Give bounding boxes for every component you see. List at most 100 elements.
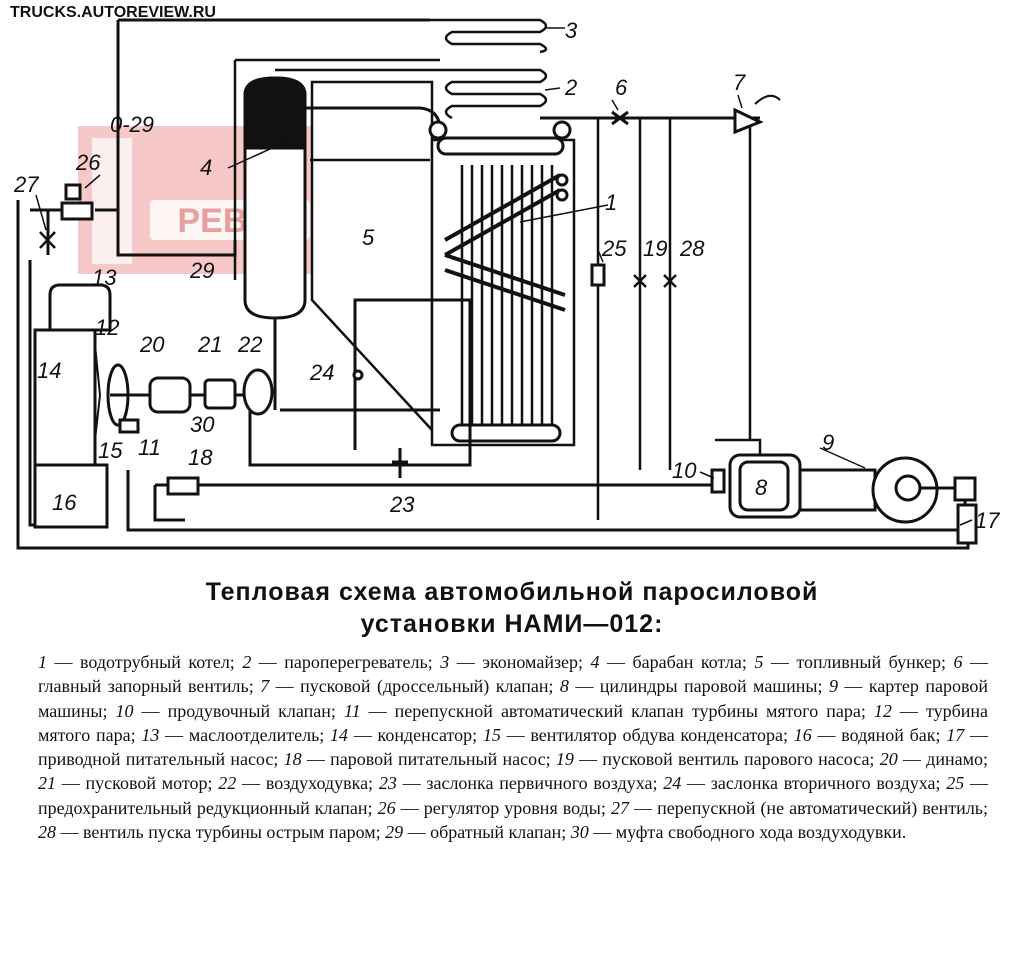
legend-text: — маслоотделитель; (159, 724, 331, 745)
legend-number: 22 (218, 773, 237, 794)
legend-item: 26 — регулятор уровня воды; (378, 798, 611, 818)
pump-start-valve (633, 274, 647, 288)
label-25: 25 (601, 236, 627, 261)
tank-line (126, 470, 958, 532)
legend-item: 25 — предохранительный редукционный клап… (38, 773, 988, 817)
legend-number: 7 (260, 676, 270, 697)
valve-lines (596, 118, 752, 520)
legend-item: 19 — пусковой вентиль парового насоса; (556, 749, 880, 769)
label-9: 9 (822, 430, 834, 455)
label-3: 3 (565, 18, 578, 43)
legend-text: — приводной питательный насос; (38, 724, 988, 770)
legend-item: 23 — заслонка первичного воздуха; (379, 773, 663, 793)
legend-number: 30 (570, 822, 589, 843)
label-5: 5 (362, 225, 375, 250)
legend-item: 14 — конденсатор; (330, 725, 483, 745)
legend-number: 6 (953, 652, 963, 672)
legend-text: — пусковой (дроссельный) клапан; (269, 676, 560, 697)
leader-lines (35, 27, 973, 526)
legend-item: 22 — воздуходувка; (218, 773, 379, 793)
legend-text: — обратный клапан; (403, 822, 571, 843)
legend-item: 28 — вентиль пуска турбины острым паром; (38, 822, 385, 842)
legend-text: — динамо; (897, 749, 988, 770)
label-6: 6 (615, 75, 628, 100)
legend-text: — паровой питательный насос; (301, 749, 556, 770)
turbine-start-valve (663, 274, 677, 288)
label-29-bottom: 29 (189, 258, 214, 283)
legend-number: 25 (946, 773, 965, 794)
label-27: 27 (13, 172, 39, 197)
label-30: 30 (190, 412, 215, 437)
air-duct (248, 298, 472, 467)
legend-number: 20 (879, 749, 898, 770)
superheater-coil (275, 68, 548, 120)
legend-number: 15 (482, 724, 501, 745)
legend-item: 20 — динамо; (880, 749, 988, 769)
primary-air-damper (392, 448, 408, 478)
legend-text: — вентиль пуска турбины острым паром; (56, 822, 386, 843)
legend-text: — заслонка вторичного воздуха; (681, 773, 947, 794)
legend-number: 18 (283, 749, 302, 770)
legend-text: — воздуходувка; (236, 773, 379, 794)
condenser-group (33, 183, 274, 529)
legend-item: 1 — водотрубный котел; (38, 652, 242, 672)
legend-number: 3 (440, 652, 450, 672)
legend-text: — перепускной автоматический клапан турб… (360, 700, 874, 721)
legend-number: 12 (873, 700, 892, 721)
legend-number: 5 (754, 652, 764, 672)
label-26: 26 (75, 150, 101, 175)
legend-text: — экономайзер; (449, 652, 591, 672)
legend-number: 23 (378, 773, 397, 794)
legend-number: 29 (385, 822, 404, 843)
bunker-frame (233, 58, 440, 280)
legend-number: 1 (38, 652, 47, 672)
label-20: 20 (139, 332, 165, 357)
legend-item: 16 — водяной бак; (794, 725, 946, 745)
caption-title-line-2: установки НАМИ—012: (360, 610, 664, 638)
label-1: 1 (605, 190, 617, 215)
legend-number: 9 (828, 676, 838, 697)
legend-item: 17 — приводной питательный насос; (38, 725, 988, 769)
label-24: 24 (309, 360, 334, 385)
legend-text: — пароперегреватель; (251, 652, 441, 672)
legend-number: 13 (141, 724, 160, 745)
legend-text: — заслонка первичного воздуха; (396, 773, 664, 794)
label-8: 8 (755, 475, 768, 500)
legend-number: 8 (559, 676, 569, 697)
label-14: 14 (37, 358, 61, 383)
label-18: 18 (188, 445, 213, 470)
label-11: 11 (138, 435, 161, 460)
legend-text: — регулятор уровня воды; (395, 797, 611, 818)
legend-number: 4 (590, 652, 600, 672)
thermal-scheme-diagram: РЕВЮ (13, 18, 1000, 550)
legend-text: — топливный бункер; (763, 652, 954, 672)
legend-text: — водяной бак; (811, 724, 947, 745)
label-4: 4 (200, 155, 212, 180)
feed-line (153, 483, 720, 522)
legend-text: — продувочный клапан; (133, 700, 344, 721)
legend-text: — пусковой вентиль парового насоса; (573, 749, 880, 770)
legend-item: 7 — пусковой (дроссельный) клапан; (260, 676, 560, 696)
legend-text: — турбина мятого пара; (38, 700, 988, 745)
legend-item: 30 — муфта свободного хода воздуходувки. (571, 822, 907, 842)
legend-text: — водотрубный котел; (47, 652, 243, 672)
caption-title-line-1: Тепловая схема автомобильной паросиловой (205, 578, 819, 606)
legend-number: 14 (330, 724, 349, 745)
legend-number: 19 (555, 749, 574, 770)
legend-text: — муфта свободного хода воздуходувки. (588, 822, 907, 843)
legend-text: — главный запорный вентиль; (38, 652, 989, 697)
legend-item: 5 — топливный бункер; (754, 652, 953, 672)
label-13: 13 (92, 265, 117, 290)
legend-item: 18 — паровой питательный насос; (284, 749, 556, 769)
label-22: 22 (237, 332, 262, 357)
legend-number: 24 (663, 773, 682, 794)
legend-number: 17 (946, 724, 965, 745)
boiler-drum (243, 76, 307, 410)
legend-number: 10 (115, 700, 134, 721)
label-28: 28 (679, 236, 705, 261)
label-21: 21 (197, 332, 222, 357)
label-19: 19 (643, 236, 667, 261)
water-tube-boiler (428, 120, 576, 447)
legend-item: 15 — вентилятор обдува конденсатора; (483, 725, 794, 745)
label-15: 15 (98, 438, 123, 463)
